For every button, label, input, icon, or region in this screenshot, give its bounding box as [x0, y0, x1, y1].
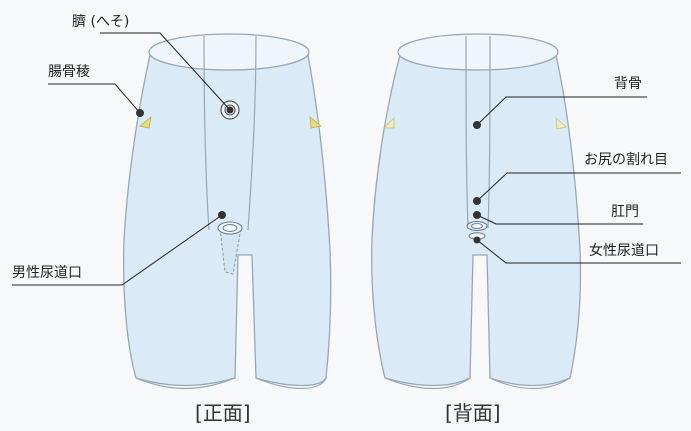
back-center-panel-right [487, 35, 491, 229]
navel-dot [226, 106, 234, 114]
front-garment-body [122, 54, 332, 387]
front-leg-hem-left [135, 377, 236, 390]
spine-label: 背骨 [614, 76, 642, 92]
front-urethra-dot [218, 211, 226, 219]
back-urethra-leader-line [476, 239, 681, 264]
iliac-leader-line [48, 83, 141, 114]
back-center-panel-left [465, 35, 469, 229]
navel-label: 臍 (へそ) [72, 14, 130, 30]
front-garment [122, 33, 332, 390]
back-opening-icon [466, 220, 488, 240]
female-urethra-label: 女性尿道口 [589, 243, 659, 259]
front-urethra-leader-line [12, 214, 223, 286]
spine-leader-line [476, 96, 647, 126]
back-leg-hem-left [384, 377, 471, 390]
back-iliac-marker-right [555, 117, 567, 130]
back-garment-body [371, 54, 582, 387]
male-urethra-label: 男性尿道口 [12, 265, 82, 281]
cleft-leader-line [476, 172, 681, 202]
front-center-panel-right [247, 35, 257, 231]
front-waist-opening [148, 33, 310, 71]
back-leg-hem-right [489, 377, 571, 390]
front-view-caption: [正面] [195, 401, 251, 425]
back-view-caption: [背面] [445, 401, 501, 425]
buttock-cleft-label: お尻の割れ目 [584, 152, 668, 168]
cleft-dot [473, 197, 481, 205]
front-iliac-marker-left [139, 116, 152, 129]
anus-dot [473, 211, 481, 219]
iliac-dot [136, 109, 144, 117]
navel-leader-line [100, 32, 231, 111]
front-leg-hem-right [255, 377, 327, 390]
anus-leader-line [476, 214, 643, 225]
back-waist-opening [397, 33, 559, 71]
front-urethra-icon [217, 221, 243, 235]
front-iliac-marker-right [309, 116, 322, 129]
spine-dot [473, 121, 481, 129]
back-iliac-marker-left [383, 117, 395, 129]
front-crotch-pouch [219, 227, 242, 275]
anus-label: 肛門 [611, 204, 639, 220]
iliac-crest-label: 腸骨稜 [48, 64, 90, 80]
back-urethra-dot [473, 236, 481, 244]
front-center-panel-left [203, 35, 210, 231]
back-garment [371, 33, 582, 390]
